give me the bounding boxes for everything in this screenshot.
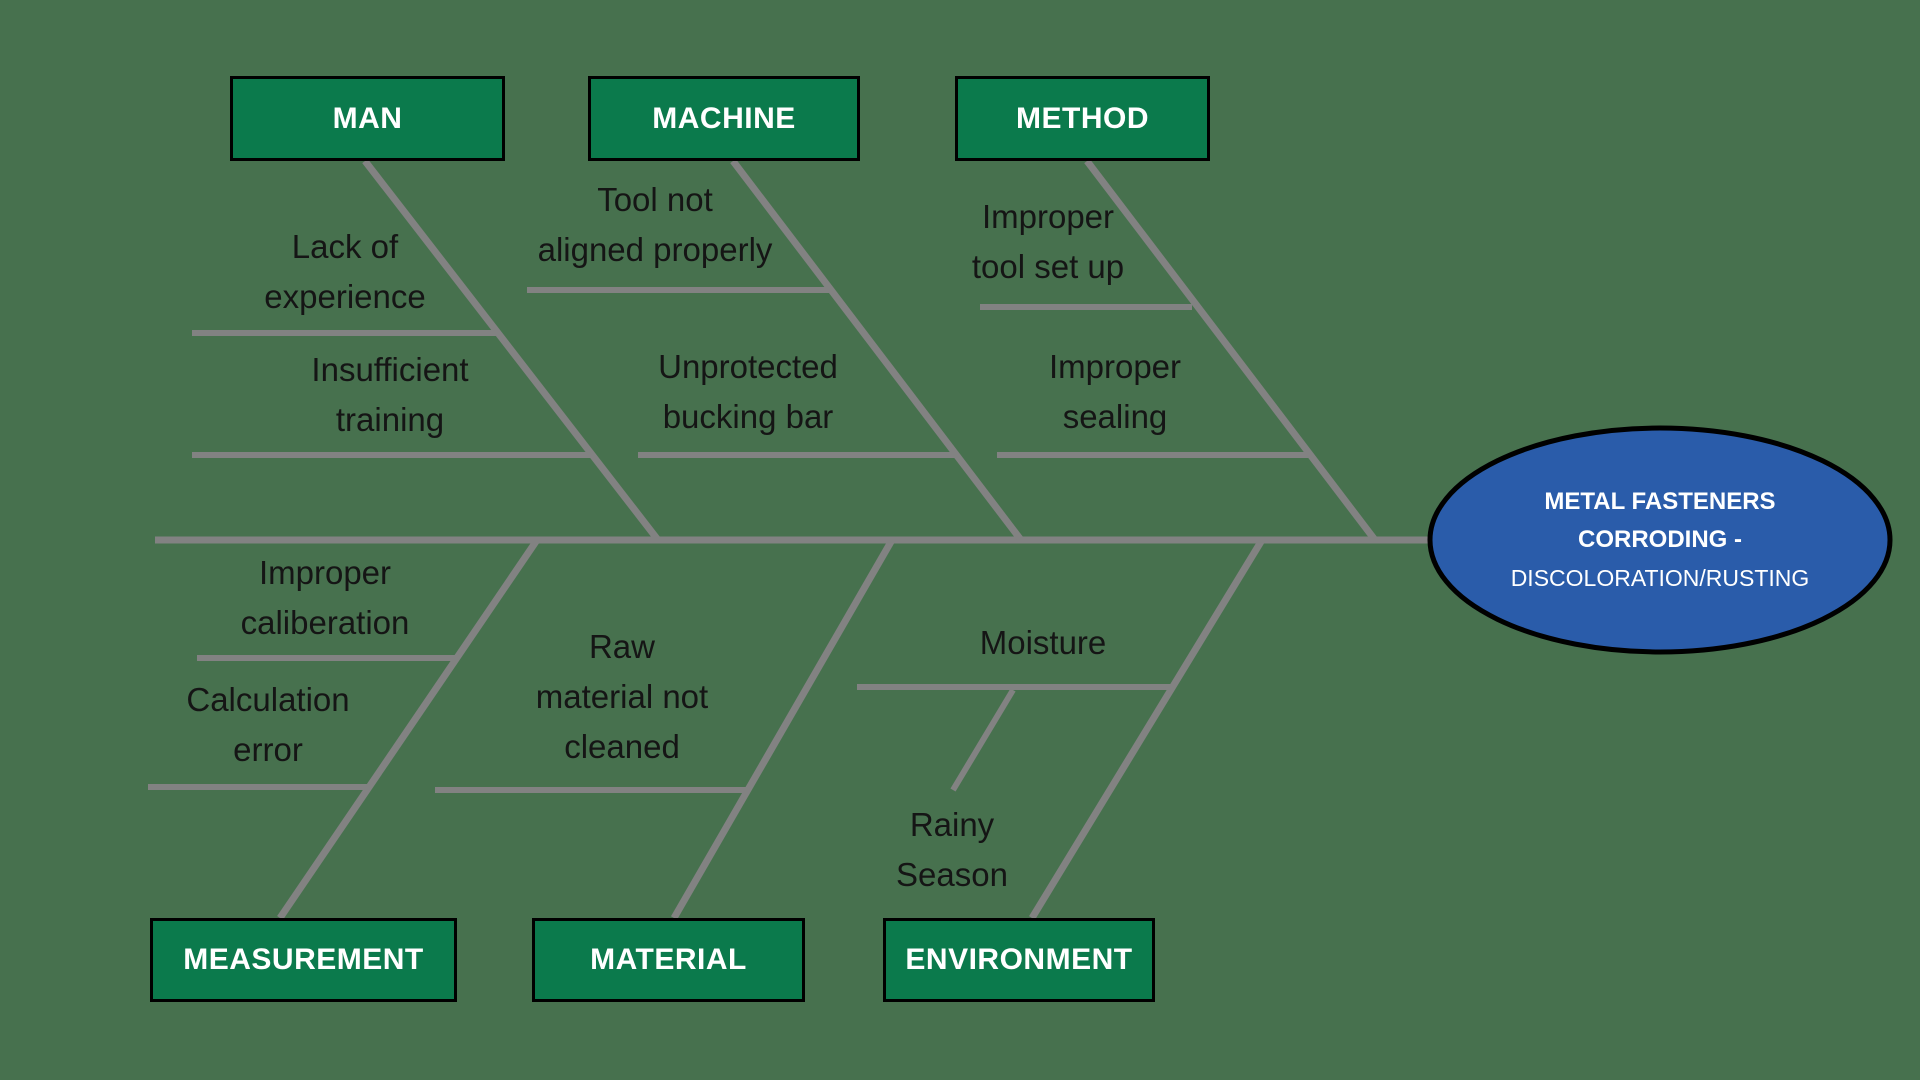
material-branch-line [670, 538, 896, 920]
measurement-branch-line [277, 538, 540, 920]
category-label-man: MAN [332, 101, 403, 135]
effect-label: METAL FASTENERS CORRODING - DISCOLORATIO… [1430, 428, 1890, 652]
category-box-machine: MACHINE [588, 76, 860, 161]
category-label-method: METHOD [1016, 101, 1149, 135]
effect-line2: CORRODING - [1578, 526, 1742, 553]
cause-moisture: Moisture [979, 624, 1107, 661]
category-label-environment: ENVIRONMENT [905, 943, 1133, 976]
environment-branch-line [1029, 538, 1265, 920]
category-label-measurement: MEASUREMENT [183, 943, 424, 976]
category-box-material: MATERIAL [532, 918, 805, 1002]
rainy-season-subbranch-line [950, 688, 1016, 792]
category-box-measurement: MEASUREMENT [150, 918, 457, 1002]
category-label-machine: MACHINE [652, 101, 796, 135]
category-box-environment: ENVIRONMENT [883, 918, 1155, 1002]
effect-line1: METAL FASTENERS [1544, 488, 1776, 515]
category-box-man: MAN [230, 76, 505, 161]
effect-line3: DISCOLORATION/RUSTING [1510, 565, 1810, 591]
category-label-material: MATERIAL [590, 943, 747, 976]
man-branch-line [362, 158, 661, 543]
machine-branch-line [730, 158, 1024, 543]
method-branch-line [1084, 158, 1378, 543]
effect-ellipse [1427, 425, 1893, 655]
category-box-method: METHOD [955, 76, 1210, 161]
